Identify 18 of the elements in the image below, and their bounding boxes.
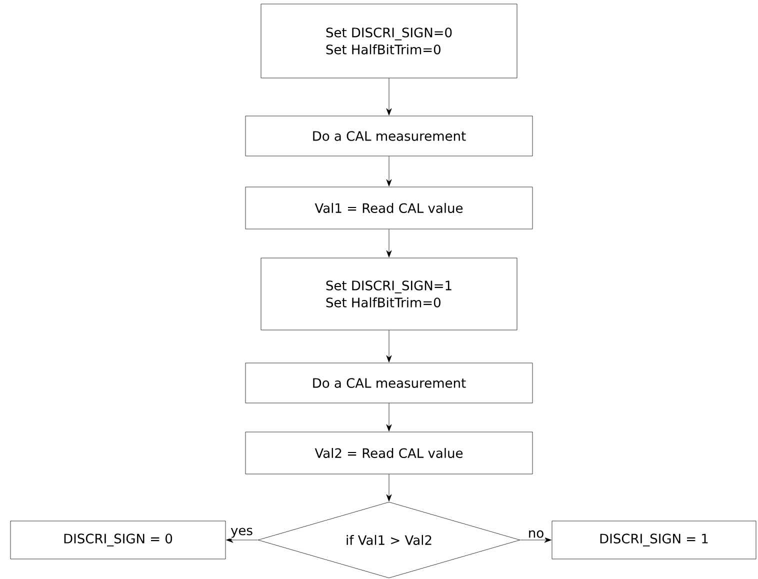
process-box: DISCRI_SIGN = 0: [10, 520, 226, 560]
process-box: Val2 = Read CAL value: [245, 432, 533, 474]
arrow: [386, 78, 392, 116]
process-box: Set DISCRI_SIGN=0 Set HalfBitTrim=0: [260, 4, 518, 78]
arrow: [520, 537, 552, 543]
arrow: [386, 229, 392, 258]
edge-label: no: [526, 529, 546, 539]
arrow: [386, 403, 392, 432]
process-box: Do a CAL measurement: [245, 116, 533, 156]
process-box: DISCRI_SIGN = 1: [552, 520, 756, 560]
arrow: [386, 330, 392, 362]
arrow: [226, 537, 258, 543]
process-box: Do a CAL measurement: [245, 362, 533, 404]
arrow: [386, 156, 392, 186]
edge-label: yes: [230, 526, 254, 539]
process-box: Val1 = Read CAL value: [245, 186, 533, 230]
process-box: Set DISCRI_SIGN=1 Set HalfBitTrim=0: [260, 258, 518, 330]
arrow: [386, 474, 392, 502]
